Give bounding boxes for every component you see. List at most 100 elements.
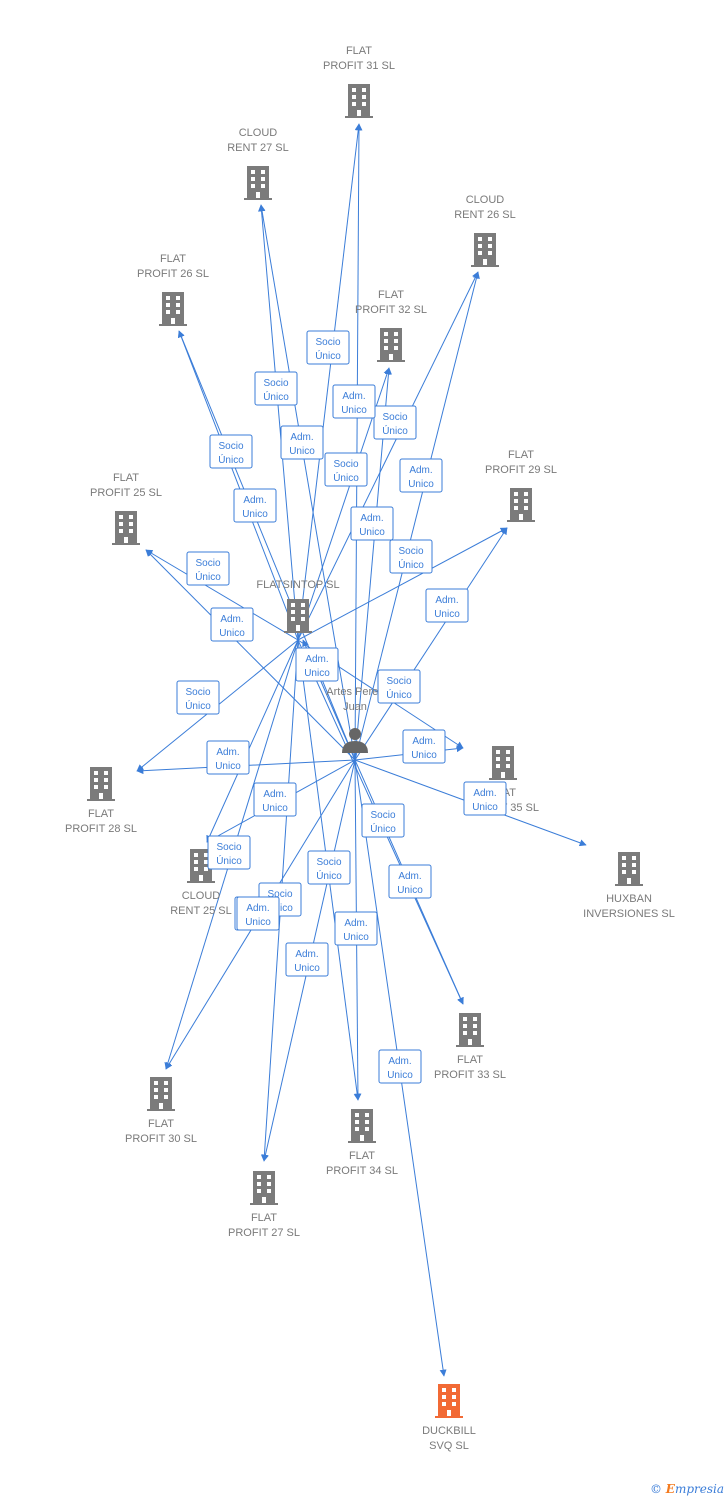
edge-label-text: Adm. [398,871,421,882]
edge-label-text: Único [315,349,341,362]
edge-label-adm[interactable]: Adm.Unico [425,588,469,623]
edge-label-text: Adm. [388,1056,411,1067]
edge-label-text: Socio [386,676,411,687]
edge-label-adm[interactable]: Adm.Unico [402,729,446,764]
node-label-line: HUXBAN [606,893,652,905]
edge-label-text: Unico [242,509,268,520]
edge-label-adm[interactable]: Adm.Unico [334,911,378,946]
node-label-line: FLATSINTOP SL [256,579,339,591]
node-label-line: CLOUD [182,890,221,902]
company-node-flatsintop[interactable]: FLATSINTOP SL [256,579,340,633]
node-label-line: CLOUD [466,194,505,206]
edge-label-text: Único [386,688,412,701]
edge-label-adm[interactable]: Adm.Unico [295,647,339,682]
edge-label-adm[interactable]: Adm.Unico [463,781,507,816]
node-label-line: RENT 27 SL [227,142,289,154]
company-node-cloud27[interactable]: CLOUD RENT 27 SL [227,127,289,200]
edge-label-adm[interactable]: Adm.Unico [233,488,277,523]
building-icon [489,746,517,780]
edge-artes-flat29 [354,527,508,761]
edge-artes-flat26 [178,330,356,761]
node-label-line: DUCKBILL [422,1425,476,1437]
edge-label-adm[interactable]: Adm.Unico [210,607,254,642]
edge-label-adm[interactable]: Adm.Unico [285,942,329,977]
edge-label-text: Unico [343,932,369,943]
edge-label-adm[interactable]: Adm.Unico [280,425,324,460]
edge-label-adm[interactable]: Adm. Unico [388,864,432,899]
building-icon [87,767,115,801]
building-icon [345,84,373,118]
edge-label-text: Único [382,424,408,437]
node-label-line: PROFIT 28 SL [65,823,137,835]
edge-label-text: Unico [215,761,241,772]
node-label-line: RENT 26 SL [454,209,516,221]
node-label-line: FLAT [148,1118,174,1130]
node-label-line: PROFIT 30 SL [125,1133,197,1145]
node-label-line: Artes Perez [326,686,383,698]
edge-label-text: Único [216,854,242,867]
edge-label-adm[interactable]: Adm.Unico [399,458,443,493]
edge-label-text: Unico [397,885,423,896]
watermark: © Empresia [650,1482,724,1496]
edge-label-text: Unico [304,668,330,679]
edge-flatsintop-cloud26 [297,271,479,641]
edge-label-adm[interactable]: Adm.Unico [253,782,297,817]
node-label-line: FLAT [349,1150,375,1162]
node-label-line: PROFIT 32 SL [355,304,427,316]
node-label-line: FLAT [113,472,139,484]
building-icon [284,599,312,633]
edge-label-text: Socio [218,441,243,452]
edge-label-text: Adm. [360,513,383,524]
building-icon [250,1171,278,1205]
edge-label-text: Único [333,471,359,484]
edge-flatsintop-flat25 [145,549,299,641]
edge-label-adm[interactable]: Adm.Unico [378,1049,422,1084]
node-label-line: CLOUD [239,127,278,139]
edge-label-text: Adm. [290,432,313,443]
building-icon [348,1109,376,1143]
node-label-line: PROFIT 33 SL [434,1069,506,1081]
edge-label-adm[interactable]: Adm.Unico [350,506,394,541]
edge-label-text: Único [195,570,221,583]
edge-label-text: Socio [195,558,220,569]
edge-label-text: Unico [262,803,288,814]
node-label-line: PROFIT 26 SL [137,268,209,280]
edge-label-text: Adm. [435,595,458,606]
edge-label-adm[interactable]: Adm.Unico [236,896,280,931]
edge-label-adm[interactable]: Adm.Unico [206,740,250,775]
node-label-line: Juan [343,701,367,713]
edge-label-adm[interactable]: Adm.Unico [332,384,376,419]
company-node-flat30[interactable]: FLAT PROFIT 30 SL [125,1077,197,1145]
node-label-line: PROFIT 29 SL [485,464,557,476]
edge-label-text: Adm. [220,614,243,625]
company-node-cloud26[interactable]: CLOUD RENT 26 SL [454,194,516,267]
